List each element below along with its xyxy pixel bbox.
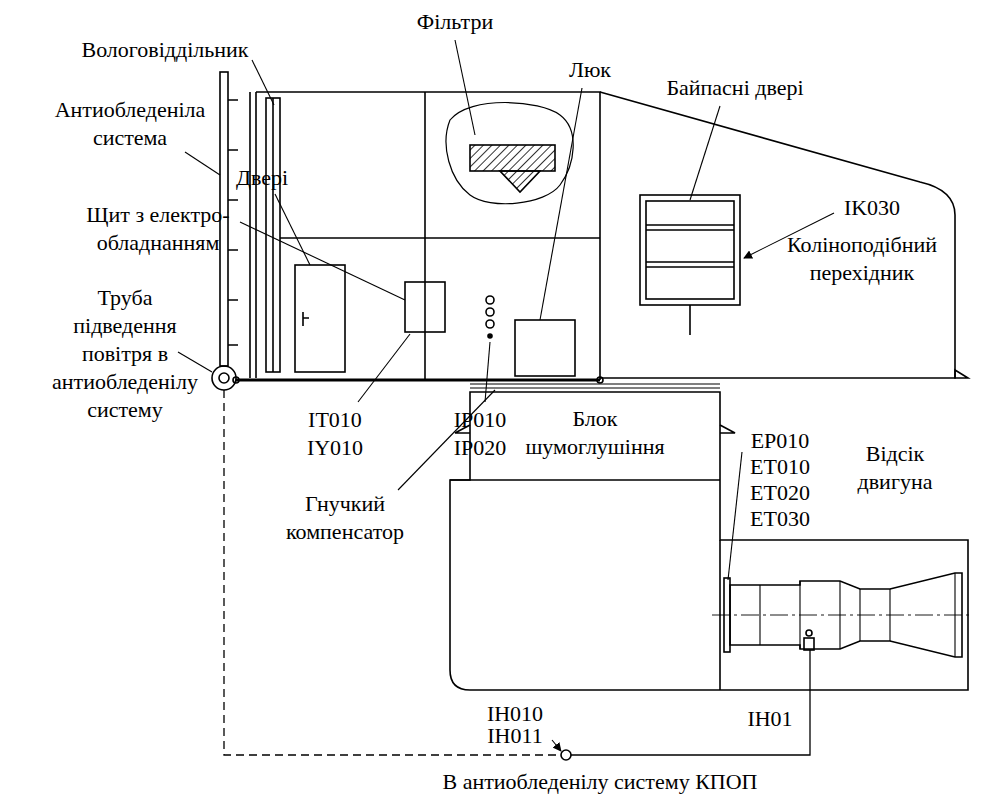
filter-element xyxy=(500,171,540,192)
house-post xyxy=(424,92,426,380)
leader-line xyxy=(358,334,410,402)
leader-line xyxy=(252,60,274,105)
gauge-symbol xyxy=(486,296,494,304)
bypass-door-slats xyxy=(646,225,734,267)
flexible-compensator xyxy=(470,384,720,388)
signal-name: ET020 xyxy=(750,480,810,506)
bleed-line xyxy=(571,650,810,755)
leader-line xyxy=(540,88,582,320)
engine-centerline xyxy=(712,615,972,616)
part-label: Байпасні двері xyxy=(666,74,803,102)
gauge-symbol xyxy=(486,308,494,316)
house-outline xyxy=(256,92,600,380)
pipe-inlet-bore xyxy=(219,373,229,383)
part-label: Вологовіддільник xyxy=(81,36,248,64)
signal-name: IP010 xyxy=(454,406,507,434)
leader-line xyxy=(185,152,220,175)
leader-line xyxy=(690,106,720,200)
electrical-panel xyxy=(405,282,445,332)
elbow-flange xyxy=(955,370,968,378)
leader-arrow xyxy=(552,740,561,751)
sensor-ring xyxy=(806,630,812,636)
house-floor xyxy=(280,237,600,239)
part-label: Щит з електро- обладнанням xyxy=(86,201,229,257)
anti-icing-supply-line xyxy=(224,390,561,755)
silencer-compartment-outline xyxy=(450,392,968,690)
leader-line xyxy=(485,342,490,402)
leader-line xyxy=(240,222,405,300)
gauge-symbol xyxy=(486,320,494,328)
signal-name: IH010 xyxy=(487,703,543,725)
note-label: В антиобледенілу систему КПОП xyxy=(443,768,758,796)
door xyxy=(295,265,345,372)
signal-name: IK030 xyxy=(844,194,900,222)
bypass-door-leaf xyxy=(646,201,734,299)
hatch-panel xyxy=(515,320,575,376)
part-label: Коліноподібний перехідник xyxy=(787,231,937,287)
valve-symbol xyxy=(561,750,571,760)
sensor-box xyxy=(804,638,814,650)
leader-line xyxy=(455,40,475,135)
bypass-door-rod xyxy=(689,305,691,335)
signal-name: IH011 xyxy=(487,725,542,747)
pipe-inlet xyxy=(212,366,236,390)
part-label: Труба підведення повітря в антиобледеніл… xyxy=(52,284,198,424)
silencer-joint xyxy=(450,479,720,481)
leader-line xyxy=(728,452,742,580)
signal-name: IY010 xyxy=(307,434,363,462)
signal-name: ET030 xyxy=(750,506,810,532)
filter-cutaway xyxy=(446,103,573,204)
signal-name: IT010 xyxy=(308,406,362,434)
part-label: Двері xyxy=(236,164,288,192)
gauge-point xyxy=(488,334,492,338)
house-wall xyxy=(250,92,256,378)
signal-name: IH01 xyxy=(747,708,792,730)
signal-name: ET010 xyxy=(750,454,810,480)
signal-name: EP010 xyxy=(751,428,810,454)
moisture-separator-blade xyxy=(272,98,274,372)
part-label: Відсік двигуна xyxy=(858,440,933,496)
base-joint xyxy=(233,377,239,383)
bypass-door-frame xyxy=(640,195,740,305)
part-label: Блок шумоглушіння xyxy=(525,405,664,461)
leader-line xyxy=(275,194,310,265)
part-label: Фільтри xyxy=(417,8,493,36)
part-label: Гнучкий компенсатор xyxy=(286,490,404,546)
part-label: Люк xyxy=(569,56,611,84)
signal-name: IP020 xyxy=(454,434,507,462)
filter-element xyxy=(470,145,555,171)
base-frame xyxy=(236,379,600,382)
part-label: Антиобледеніла система xyxy=(55,96,206,152)
door-handle xyxy=(303,312,309,326)
elbow-duct xyxy=(600,92,955,378)
